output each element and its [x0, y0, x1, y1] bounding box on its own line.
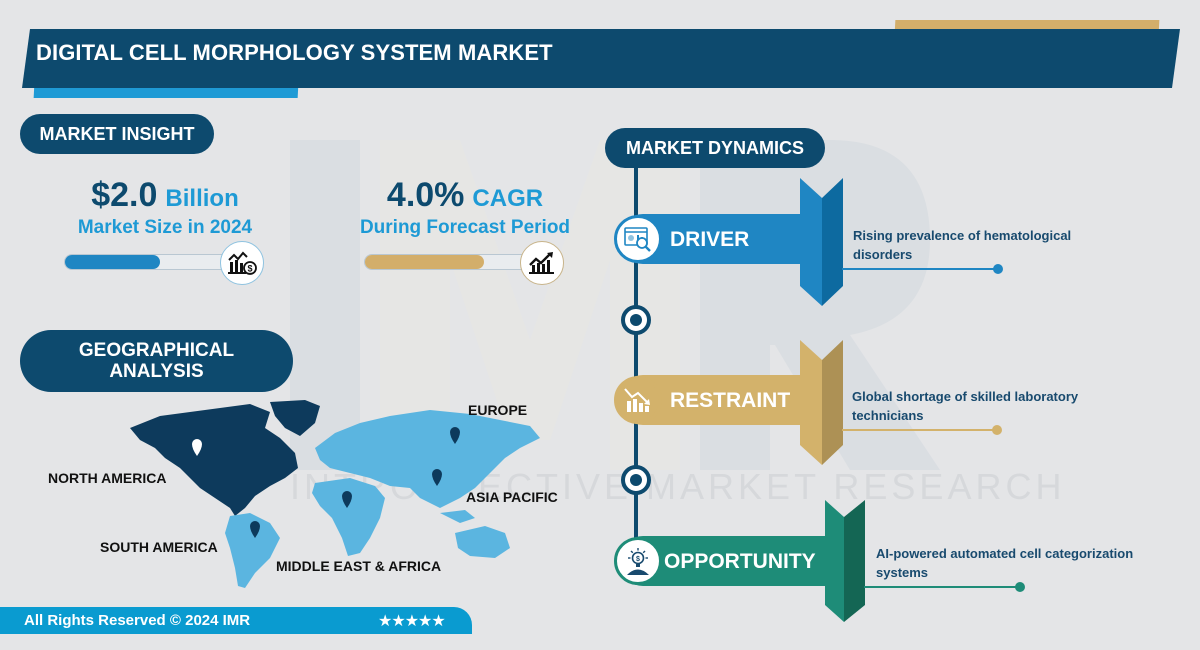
declining-chart-icon	[614, 376, 662, 424]
geographical-analysis-heading: GEOGRAPHICAL ANALYSIS	[20, 330, 293, 392]
analytics-magnifier-icon	[614, 215, 662, 263]
region-label-middle-east-africa: MIDDLE EAST & AFRICA	[276, 558, 442, 574]
opportunity-connector	[864, 586, 1019, 588]
opportunity-description: AI-powered automated cell categorization…	[876, 546, 1134, 580]
chart-dollar-icon: $	[220, 241, 264, 285]
growth-chart-icon	[520, 241, 564, 285]
idea-bulb-dollar-icon: $	[614, 537, 662, 585]
region-label-north-america: NORTH AMERICA	[48, 470, 167, 486]
market-size-stat: $2.0 Billion	[55, 176, 275, 215]
market-size-caption: Market Size in 2024	[77, 217, 253, 238]
cagr-stat: 4.0% CAGR	[345, 176, 585, 215]
geo-heading-line2: ANALYSIS	[109, 361, 204, 382]
world-map	[130, 400, 540, 588]
north-america-region	[130, 404, 298, 516]
svg-text:$: $	[247, 264, 252, 274]
cagr-progress-fill	[365, 255, 484, 269]
footer-bar	[0, 607, 472, 634]
restraint-label: RESTRAINT	[670, 389, 791, 412]
region-label-south-america: SOUTH AMERICA	[100, 539, 218, 555]
opportunity-label: OPPORTUNITY	[664, 550, 816, 573]
cagr-caption: During Forecast Period	[359, 217, 571, 238]
driver-connector-dot	[993, 264, 1003, 274]
restraint-ribbon-fold	[800, 340, 843, 465]
restraint-connector	[842, 429, 997, 431]
cagr-unit: CAGR	[472, 185, 544, 212]
market-size-unit: Billion	[165, 185, 239, 212]
rating-stars: ★★★★★	[378, 613, 446, 630]
driver-label: DRIVER	[670, 228, 750, 251]
restraint-connector-dot	[992, 425, 1002, 435]
market-dynamics-heading: MARKET DYNAMICS	[605, 128, 825, 168]
restraint-description: Global shortage of skilled laboratory te…	[852, 389, 1079, 423]
header-banner	[22, 29, 1180, 88]
cagr-value: 4.0%	[386, 176, 465, 214]
map-pin-icon	[192, 427, 460, 538]
timeline-node	[621, 465, 651, 495]
region-label-europe: EUROPE	[468, 402, 528, 418]
opportunity-connector-dot	[1015, 582, 1025, 592]
svg-text:$: $	[636, 556, 640, 563]
region-label-asia-pacific: ASIA PACIFIC	[466, 489, 558, 505]
driver-description: Rising prevalence of hematological disor…	[853, 228, 1072, 262]
geo-heading-line1: GEOGRAPHICAL	[78, 340, 235, 361]
page-title: DIGITAL CELL MORPHOLOGY SYSTEM MARKET	[36, 40, 553, 65]
timeline-node	[621, 305, 651, 335]
timeline-line	[634, 160, 638, 580]
market-size-progress-fill	[65, 255, 160, 269]
driver-connector	[842, 268, 997, 270]
market-size-value: $2.0	[91, 176, 158, 214]
market-insight-heading: MARKET INSIGHT	[20, 114, 214, 154]
footer-copyright: All Rights Reserved © 2024 IMR	[24, 612, 251, 629]
opportunity-ribbon-fold	[825, 500, 865, 622]
driver-ribbon-fold	[800, 178, 843, 306]
